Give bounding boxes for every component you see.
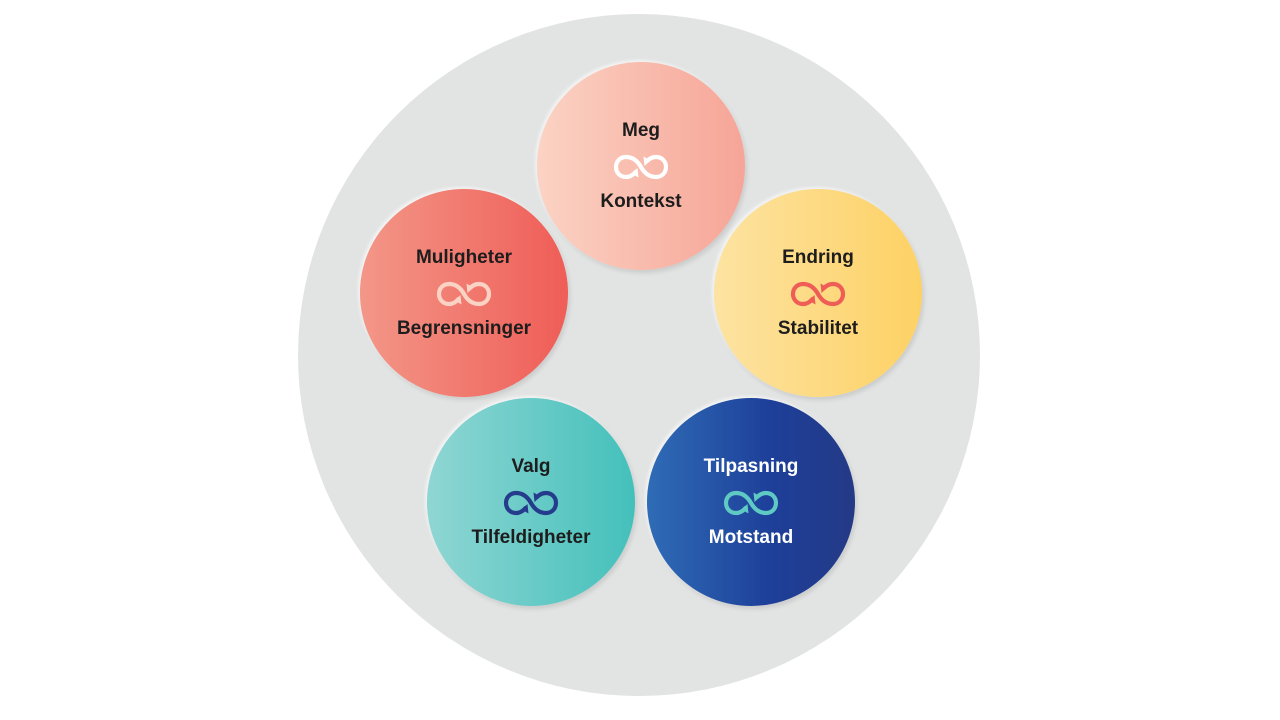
infinity-loop-glyph	[723, 490, 779, 515]
infinity-loop-glyph	[790, 281, 846, 306]
node-bottom-label: Stabilitet	[777, 317, 859, 339]
node-top-label: Endring	[782, 246, 854, 268]
loop-right-stroke	[528, 490, 559, 515]
loop-right-stroke	[748, 490, 779, 515]
infinity-loop-icon	[502, 488, 560, 518]
node-bottom-label: Begrensninger	[396, 317, 532, 339]
node-top-label: Meg	[622, 119, 660, 141]
infinity-loop-glyph	[503, 490, 559, 515]
loop-left-stroke	[503, 490, 534, 515]
arrowhead-left	[454, 294, 462, 304]
arrowhead-left	[808, 294, 816, 304]
infinity-loop-icon	[612, 152, 670, 182]
loop-right-stroke	[461, 281, 492, 306]
arrowhead-left	[521, 503, 529, 513]
node-muligheter: Muligheter Begrensninger	[360, 189, 568, 397]
node-bottom-label: Kontekst	[600, 190, 682, 212]
infinity-loop-glyph	[436, 281, 492, 306]
loop-right-stroke	[815, 281, 846, 306]
node-top-label: Tilpasning	[703, 455, 799, 477]
node-bottom-label: Tilfeldigheter	[471, 526, 591, 548]
infinity-loop-glyph	[613, 154, 669, 179]
arrowhead-right	[533, 492, 541, 502]
node-tilpasning: Tilpasning Motstand	[647, 398, 855, 606]
loop-left-stroke	[436, 281, 467, 306]
node-top-label: Valg	[511, 455, 551, 477]
node-valg: Valg Tilfeldigheter	[427, 398, 635, 606]
node-top-label: Muligheter	[415, 246, 513, 268]
infinity-loop-icon	[722, 488, 780, 518]
arrowhead-right	[753, 492, 761, 502]
arrowhead-right	[466, 283, 474, 293]
arrowhead-left	[631, 167, 639, 177]
loop-left-stroke	[723, 490, 754, 515]
node-endring: Endring Stabilitet	[714, 189, 922, 397]
infinity-loop-icon	[435, 279, 493, 309]
node-bottom-label: Motstand	[708, 526, 794, 548]
infinity-loop-icon	[789, 279, 847, 309]
arrowhead-left	[741, 503, 749, 513]
node-meg: Meg Kontekst	[537, 62, 745, 270]
arrowhead-right	[643, 156, 651, 166]
loop-left-stroke	[613, 154, 644, 179]
loop-right-stroke	[638, 154, 669, 179]
arrowhead-right	[820, 283, 828, 293]
loop-left-stroke	[790, 281, 821, 306]
